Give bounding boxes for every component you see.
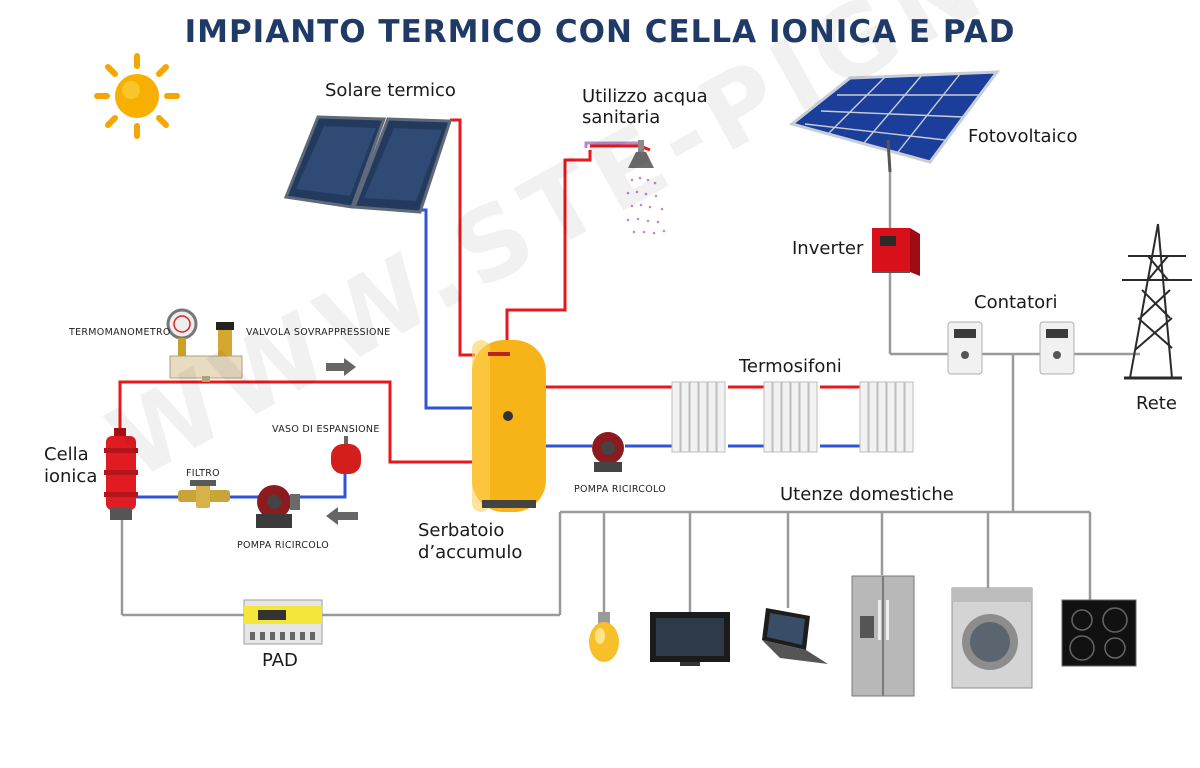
radiator-2 bbox=[763, 381, 818, 453]
label-utenze-domestiche: Utenze domestiche bbox=[780, 484, 954, 505]
label-valvola-sovrappressione: VALVOLA SOVRAPPRESSIONE bbox=[246, 327, 391, 338]
label-vaso-espansione: VASO DI ESPANSIONE bbox=[272, 424, 380, 435]
photovoltaic-panel bbox=[788, 70, 1001, 173]
storage-tank bbox=[472, 340, 546, 512]
label-termosifoni: Termosifoni bbox=[739, 356, 842, 377]
label-termomanometro: TERMOMANOMETRO bbox=[69, 327, 171, 338]
filter-icon bbox=[178, 480, 230, 508]
television-icon bbox=[650, 612, 730, 666]
label-utilizzo-acqua-line2: sanitaria bbox=[582, 107, 661, 128]
label-filtro: FILTRO bbox=[186, 468, 220, 479]
inverter-icon bbox=[872, 228, 920, 276]
electricity-meter-1 bbox=[947, 321, 983, 375]
label-serbatoio-line1: Serbatoio bbox=[418, 520, 505, 541]
pad-controller bbox=[243, 599, 323, 645]
electricity-meter-2 bbox=[1039, 321, 1075, 375]
label-contatori: Contatori bbox=[974, 292, 1058, 313]
electric-wiring bbox=[120, 170, 1140, 617]
label-pad: PAD bbox=[262, 650, 298, 671]
sun-icon bbox=[94, 53, 180, 139]
diagram-title: IMPIANTO TERMICO CON CELLA IONICA E PAD bbox=[184, 14, 1016, 50]
flow-arrow-right-icon bbox=[326, 358, 356, 376]
light-bulb-icon bbox=[589, 612, 619, 662]
label-serbatoio-line2: d’accumulo bbox=[418, 542, 523, 563]
solar-thermal-panel bbox=[283, 115, 453, 214]
recirculation-pump-left bbox=[256, 485, 300, 528]
shower-icon bbox=[584, 140, 666, 235]
cooktop-icon bbox=[1061, 599, 1137, 667]
flow-arrow-left-icon bbox=[326, 507, 358, 525]
label-pompa-ricircolo-left: POMPA RICIRCOLO bbox=[237, 540, 330, 551]
laptop-icon bbox=[762, 608, 828, 664]
power-pylon-icon bbox=[1122, 223, 1192, 380]
expansion-vessel bbox=[331, 436, 361, 474]
label-solare-termico: Solare termico bbox=[325, 80, 456, 101]
label-inverter: Inverter bbox=[792, 238, 864, 259]
radiator-1 bbox=[671, 381, 726, 453]
label-pompa-ricircolo-right: POMPA RICIRCOLO bbox=[574, 484, 667, 495]
label-utilizzo-acqua-line1: Utilizzo acqua bbox=[582, 86, 708, 107]
label-cella-ionica-line1: Cella bbox=[44, 444, 89, 465]
label-fotovoltaico: Fotovoltaico bbox=[968, 126, 1078, 147]
recirculation-pump-right bbox=[592, 432, 624, 472]
label-rete: Rete bbox=[1136, 393, 1177, 414]
ionic-cell bbox=[104, 428, 138, 520]
washing-machine-icon bbox=[951, 587, 1033, 689]
label-cella-ionica-line2: ionica bbox=[44, 466, 98, 487]
radiator-3 bbox=[859, 381, 914, 453]
refrigerator-icon bbox=[851, 575, 915, 697]
safety-manifold bbox=[166, 308, 243, 382]
